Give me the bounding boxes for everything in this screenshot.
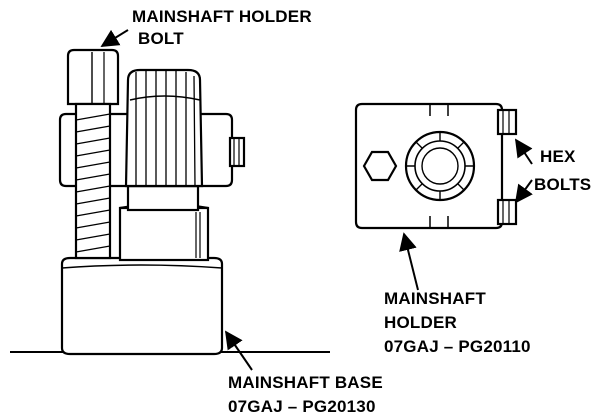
mainshaft-holder-top-view <box>354 102 518 230</box>
shaft-collar <box>118 202 210 262</box>
shaft-neck <box>126 184 200 212</box>
holder-bolt-thread <box>74 102 112 260</box>
mainshaft-base <box>60 256 224 356</box>
label-mainshaft-base: MAINSHAFT BASE 07GAJ – PG20130 <box>228 373 388 416</box>
arrow-hex-bolt-bottom <box>514 179 533 204</box>
label-hex-bolts: HEX BOLTS <box>534 147 591 194</box>
mainshaft-assembly <box>58 48 246 356</box>
hex-bolt-top <box>496 108 518 136</box>
arrow-base <box>224 330 253 371</box>
hex-bolt-bottom <box>496 198 518 226</box>
leader-lines <box>100 29 533 371</box>
arrow-hex-bolt-top <box>515 138 533 165</box>
splined-shaft <box>124 68 204 188</box>
label-mainshaft-holder: MAINSHAFT HOLDER 07GAJ – PG20110 <box>384 289 531 356</box>
central-bore <box>404 130 476 202</box>
arrow-holder-bolt <box>100 29 129 47</box>
holder-bolt-head <box>66 48 120 106</box>
label-holder-bolt: MAINSHAFT HOLDER BOLT <box>132 7 317 48</box>
arrow-holder <box>399 232 419 291</box>
side-stud <box>228 136 246 168</box>
hex-nut <box>362 150 398 182</box>
